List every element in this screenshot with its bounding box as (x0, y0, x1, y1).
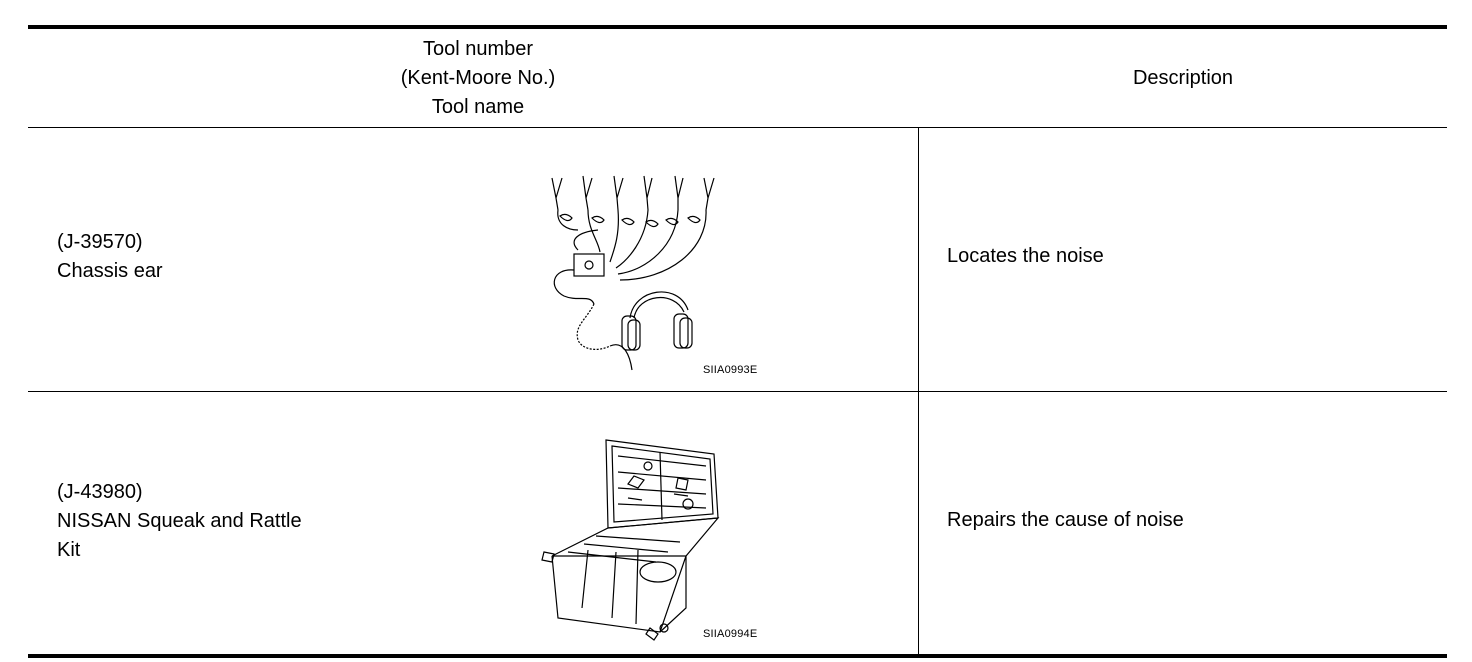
header-divider (28, 127, 1447, 128)
header-tool-column: Tool number (Kent-Moore No.) Tool name (28, 30, 928, 127)
table-top-border (28, 25, 1447, 29)
clip-icon (551, 175, 715, 211)
tool-cell: (J-43980) NISSAN Squeak and Rattle Kit (57, 478, 302, 565)
tool-number: (J-39570) (57, 231, 143, 253)
description-cell: Repairs the cause of noise (947, 509, 1184, 531)
header-tool-line-3: Tool name (431, 96, 525, 118)
header-description-label: Description (1132, 67, 1234, 89)
figure-code: SIIA0993E (703, 364, 758, 376)
header-tool-line-2: (Kent-Moore No.) (400, 67, 556, 89)
squeak-rattle-kit-case-illustration (541, 439, 720, 641)
tool-number: (J-43980) (57, 481, 143, 503)
tool-name-line: NISSAN Squeak and Rattle (57, 510, 302, 532)
tool-name-line: Kit (57, 539, 81, 561)
header-description-column: Description (919, 30, 1447, 127)
figure-code: SIIA0994E (703, 628, 758, 640)
tool-cell: (J-39570) Chassis ear (57, 228, 163, 286)
header-tool-line-1: Tool number (422, 38, 534, 60)
row-divider (28, 391, 1447, 392)
description-cell: Locates the noise (947, 245, 1104, 267)
table-bottom-border (28, 654, 1447, 658)
chassis-ear-illustration (551, 175, 715, 371)
tool-name-line: Chassis ear (57, 260, 163, 282)
